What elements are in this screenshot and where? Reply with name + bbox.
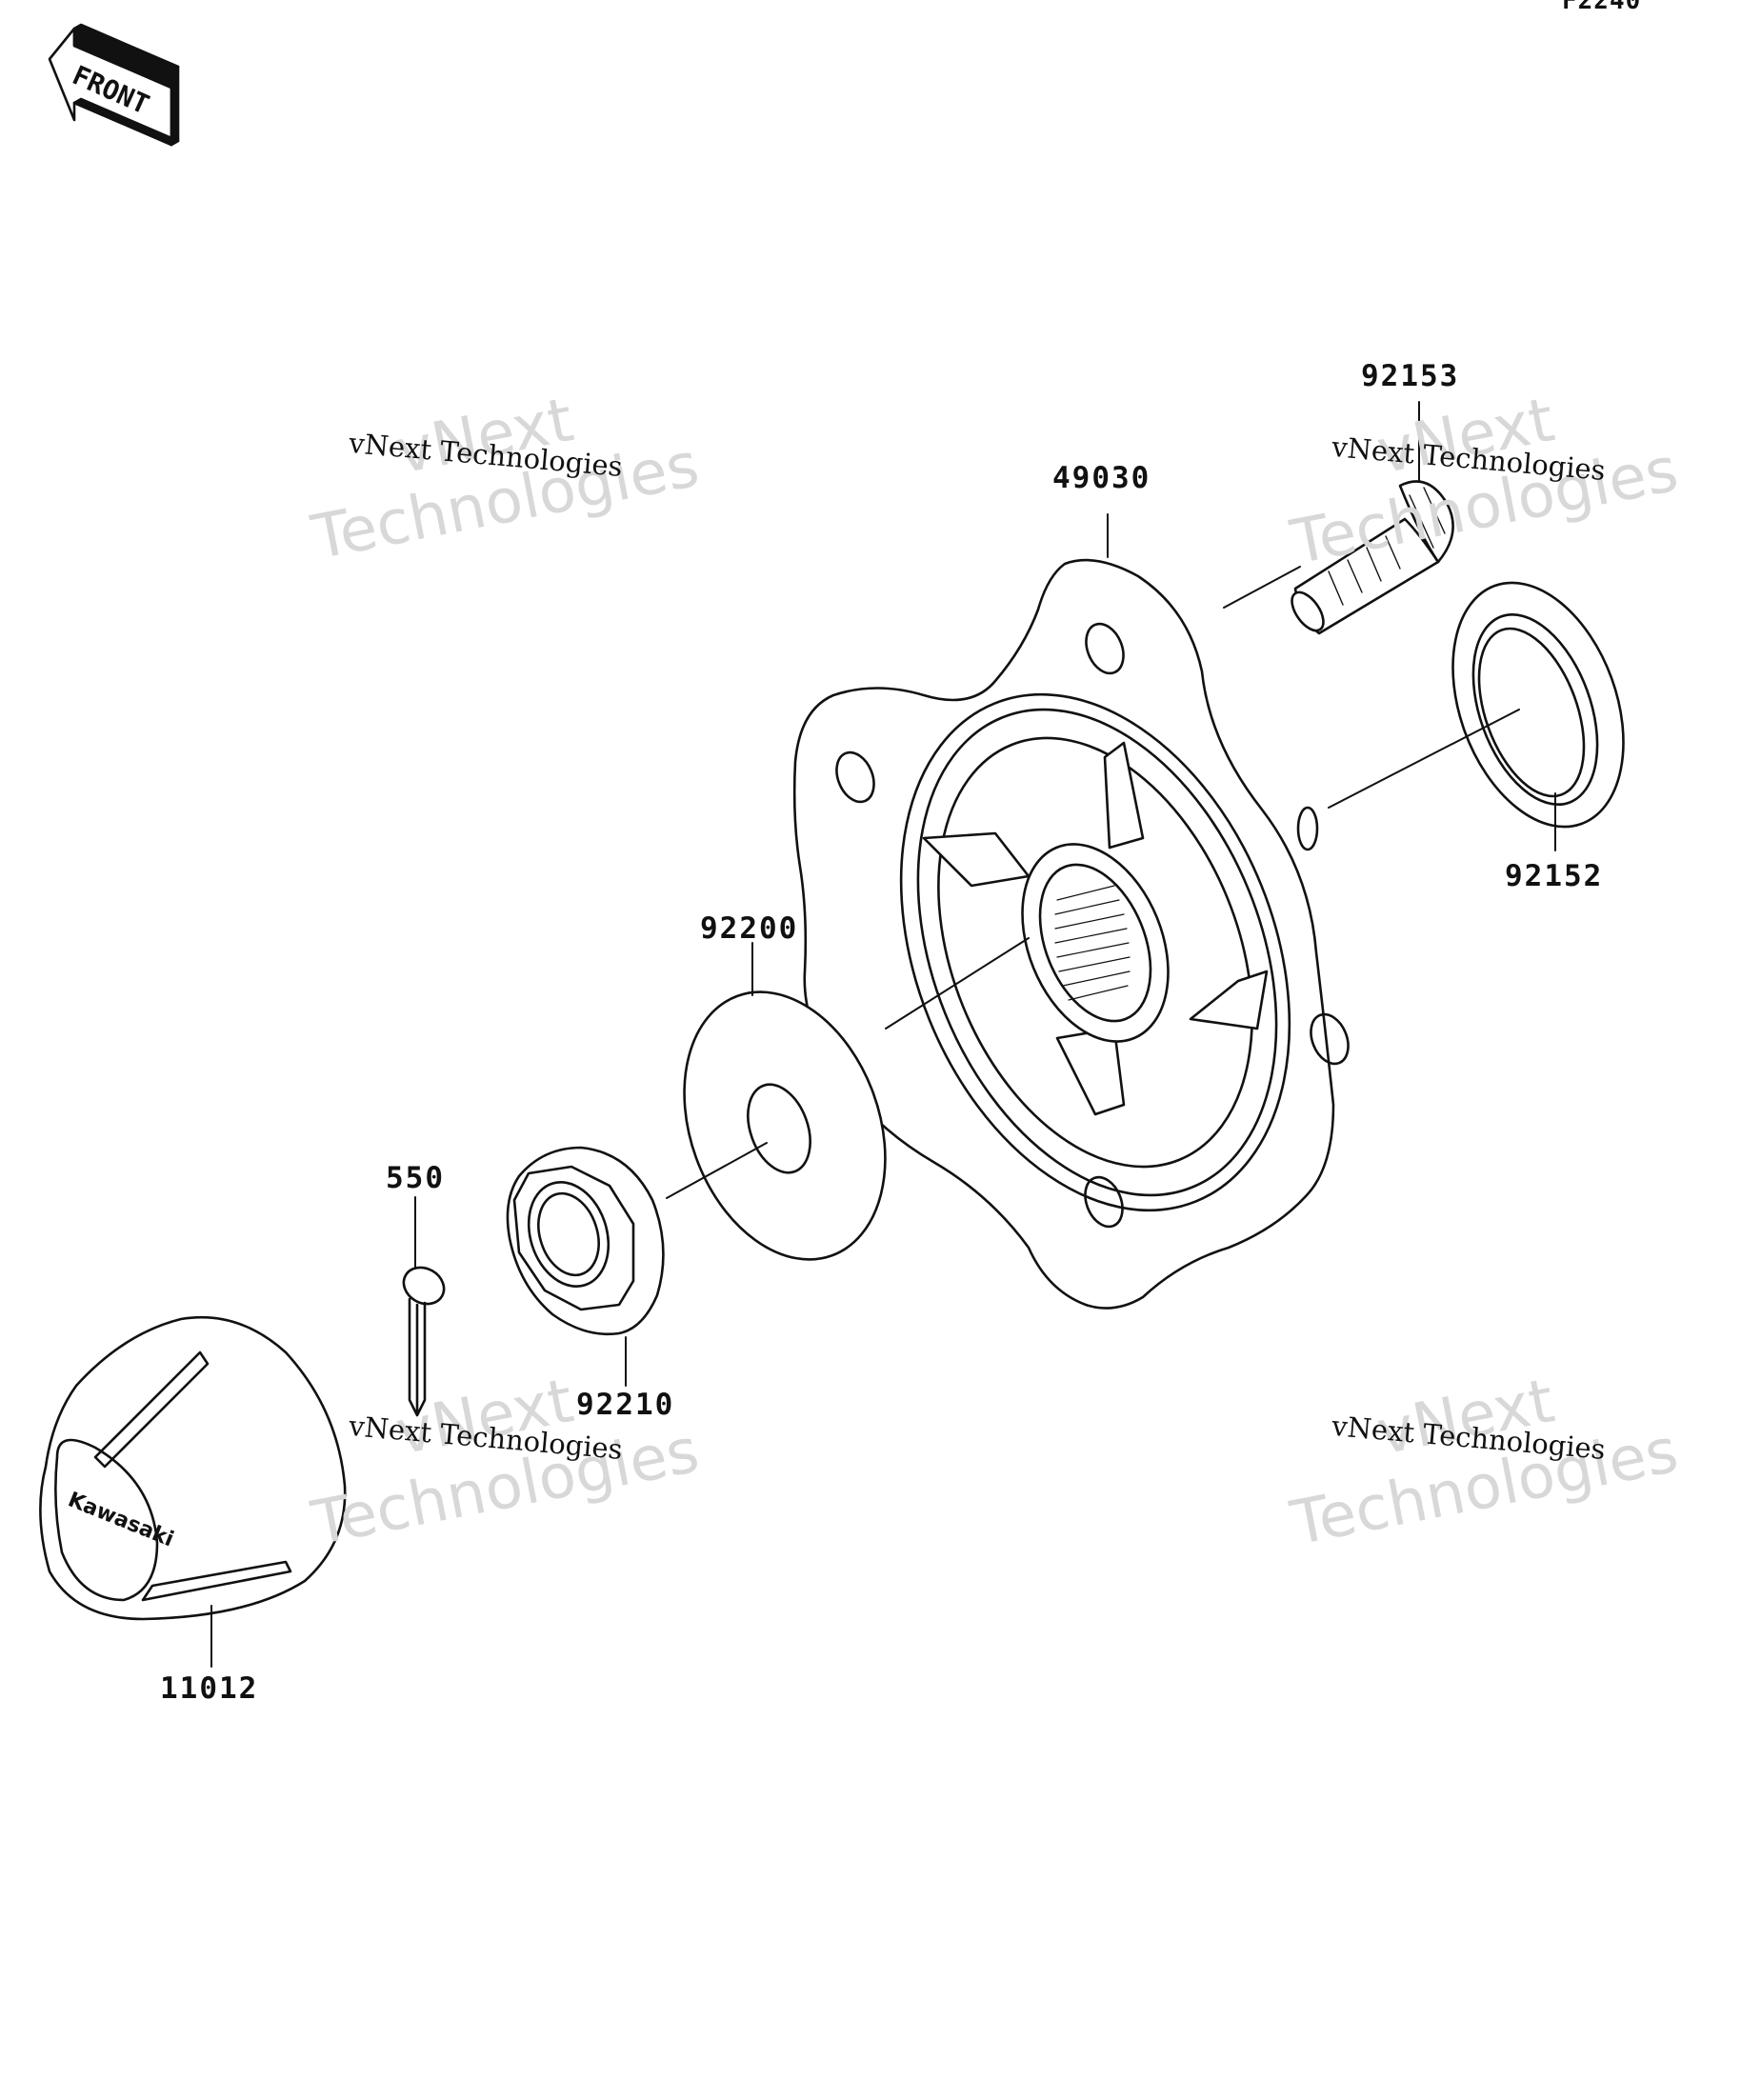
part-92200-washer <box>683 990 887 1261</box>
label-49030[interactable]: 49030 <box>1052 461 1151 495</box>
label-92210[interactable]: 92210 <box>576 1388 675 1422</box>
figure-code: F2240 <box>1562 0 1642 15</box>
part-49030-hub <box>792 558 1350 1310</box>
label-92152[interactable]: 92152 <box>1505 859 1604 893</box>
leader-lines <box>210 401 1556 1668</box>
part-11012-cap: Kawasaki <box>39 1315 347 1621</box>
part-550-cotter-pin <box>402 1266 446 1417</box>
part-92153-stud <box>1291 480 1454 635</box>
part-92210-nut <box>506 1146 665 1336</box>
label-92200[interactable]: 92200 <box>700 911 799 946</box>
part-92152-seal <box>1451 581 1625 829</box>
label-11012[interactable]: 11012 <box>160 1671 259 1706</box>
label-550[interactable]: 550 <box>386 1161 445 1195</box>
label-92153[interactable]: 92153 <box>1361 359 1460 393</box>
front-arrow-icon: FRONT <box>48 23 180 147</box>
